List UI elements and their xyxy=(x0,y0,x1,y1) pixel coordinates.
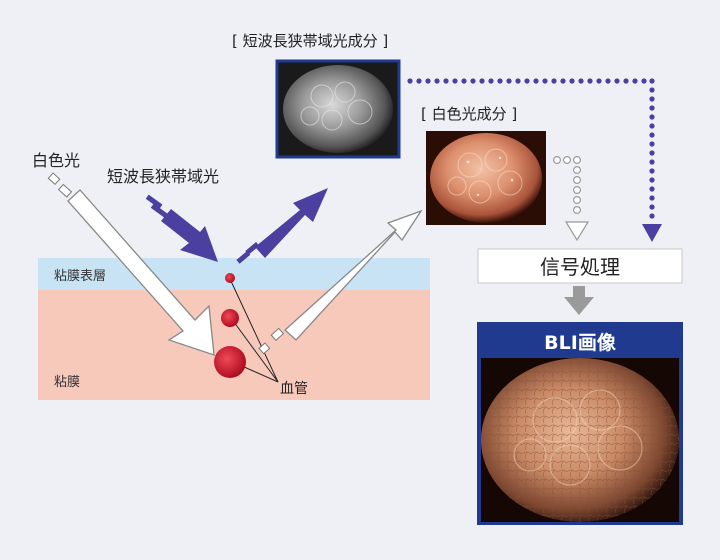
white-light-reflected-arrow xyxy=(258,209,423,355)
tissue-diagram: 粘膜表層 粘膜 xyxy=(38,258,430,400)
narrowband-dotted-path xyxy=(407,78,662,242)
narrowband-image xyxy=(275,59,401,159)
white-light-incoming-arrow xyxy=(47,172,215,356)
mucosa-surface-label: 粘膜表層 xyxy=(54,269,106,284)
white-light-label: 白色光 xyxy=(32,151,80,170)
white-light-image xyxy=(426,131,546,225)
vessel-medium xyxy=(221,309,239,327)
narrowband-component-label: [ 短波長狭帯域光成分 ] xyxy=(232,32,388,50)
bli-image-title: BLI画像 xyxy=(544,331,617,354)
signal-processing-box: 信号処理 xyxy=(477,248,683,284)
vessel-small xyxy=(225,273,235,283)
signal-processing-label: 信号処理 xyxy=(540,255,620,279)
vessel-large xyxy=(214,346,246,378)
vessels-label: 血管 xyxy=(280,381,308,397)
down-arrow xyxy=(564,286,594,315)
mucosa-layer xyxy=(38,290,430,400)
narrowband-incoming-arrow xyxy=(145,194,218,262)
narrowband-reflected-arrow xyxy=(236,188,328,264)
narrowband-light-label: 短波長狭帯域光 xyxy=(107,167,219,186)
white-dotted-path xyxy=(552,156,590,242)
white-component-label: [ 白色光成分 ] xyxy=(421,105,517,123)
bli-image-block: BLI画像 xyxy=(477,322,683,525)
mucosa-label: 粘膜 xyxy=(54,375,80,390)
